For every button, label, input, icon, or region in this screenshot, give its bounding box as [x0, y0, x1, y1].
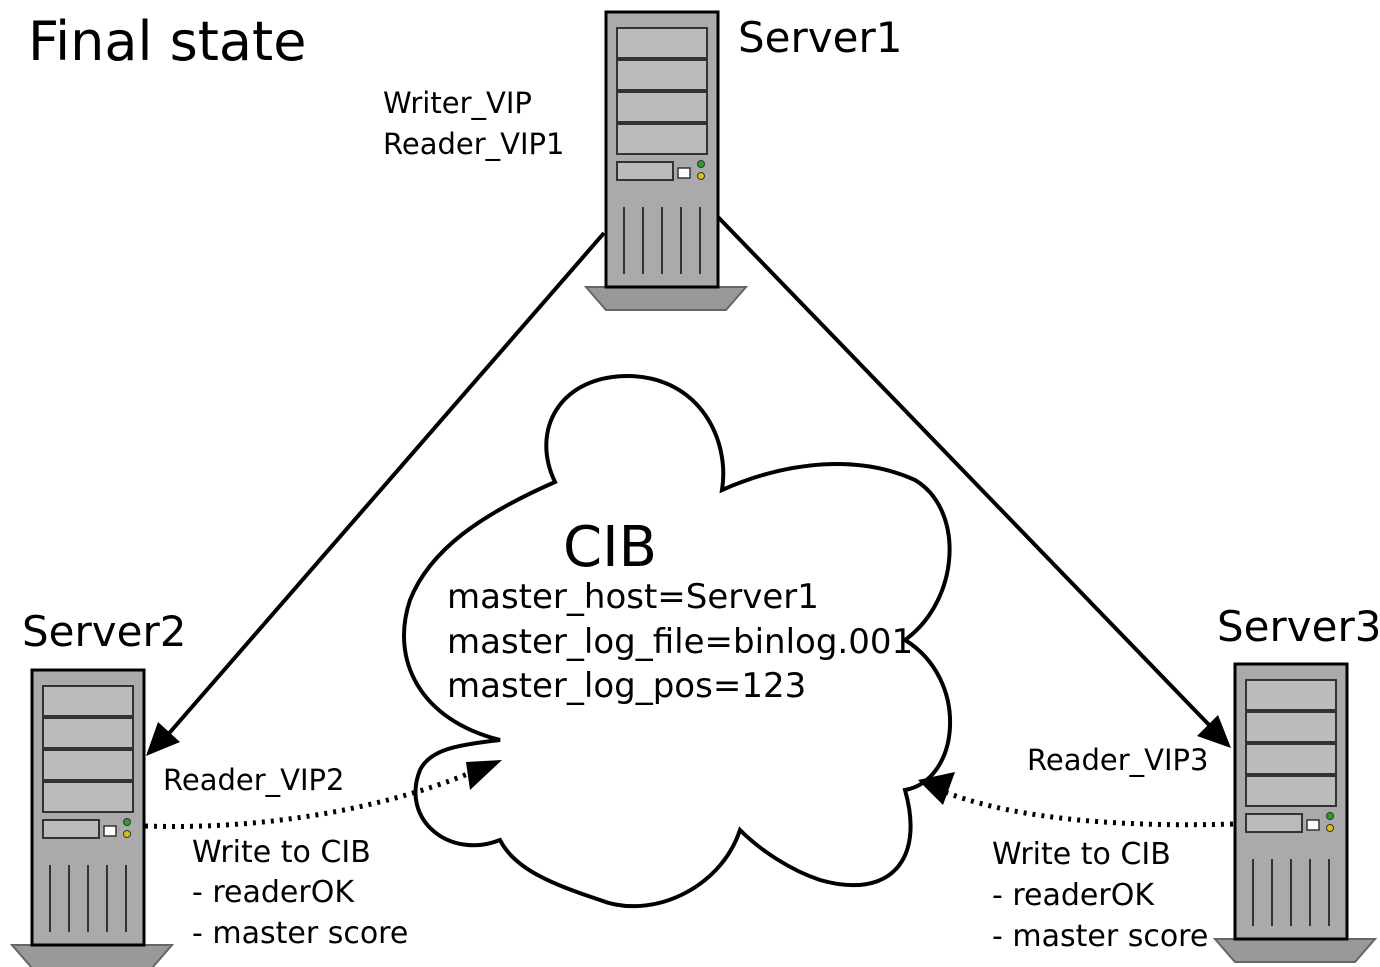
- server2-note-master-score: - master score: [192, 916, 408, 951]
- server2-note-write: Write to CIB: [192, 835, 371, 870]
- server3-note-write: Write to CIB: [992, 837, 1171, 872]
- cib-title: CIB: [563, 515, 657, 580]
- cib-line-master-log-pos: master_log_pos=123: [447, 666, 806, 706]
- server3: Server3 Reader_VIP3 Write to CIB - reade…: [992, 602, 1380, 964]
- server3-note-master-score: - master score: [992, 919, 1208, 954]
- connection-server2-cib: [144, 760, 502, 829]
- cib-line-master-host: master_host=Server1: [447, 577, 819, 617]
- server1-icon: [584, 10, 748, 312]
- server3-label: Server3: [1217, 602, 1380, 651]
- server1: Server1 Writer_VIP Reader_VIP1: [383, 10, 902, 312]
- server1-vip-reader: Reader_VIP1: [383, 127, 564, 161]
- connection-server1-server2: [146, 231, 606, 756]
- cib-line-master-log-file: master_log_file=binlog.001: [447, 622, 913, 662]
- connection-server3-cib: [918, 772, 1234, 828]
- connection-server1-server3: [716, 215, 1231, 748]
- server3-icon: [1213, 662, 1377, 964]
- server1-vip-writer: Writer_VIP: [383, 86, 532, 120]
- server2-vip-reader: Reader_VIP2: [163, 763, 344, 797]
- server3-note-readerok: - readerOK: [992, 878, 1155, 913]
- server2-note-readerok: - readerOK: [192, 875, 355, 910]
- server3-vip-reader: Reader_VIP3: [1027, 743, 1208, 777]
- page-title: Final state: [28, 10, 306, 73]
- server2-label: Server2: [22, 607, 186, 656]
- server2-icon: [10, 668, 174, 967]
- cloud-icon: [402, 373, 952, 909]
- server1-label: Server1: [738, 13, 902, 62]
- server2: Server2 Reader_VIP2 Write to CIB - reade…: [10, 607, 408, 967]
